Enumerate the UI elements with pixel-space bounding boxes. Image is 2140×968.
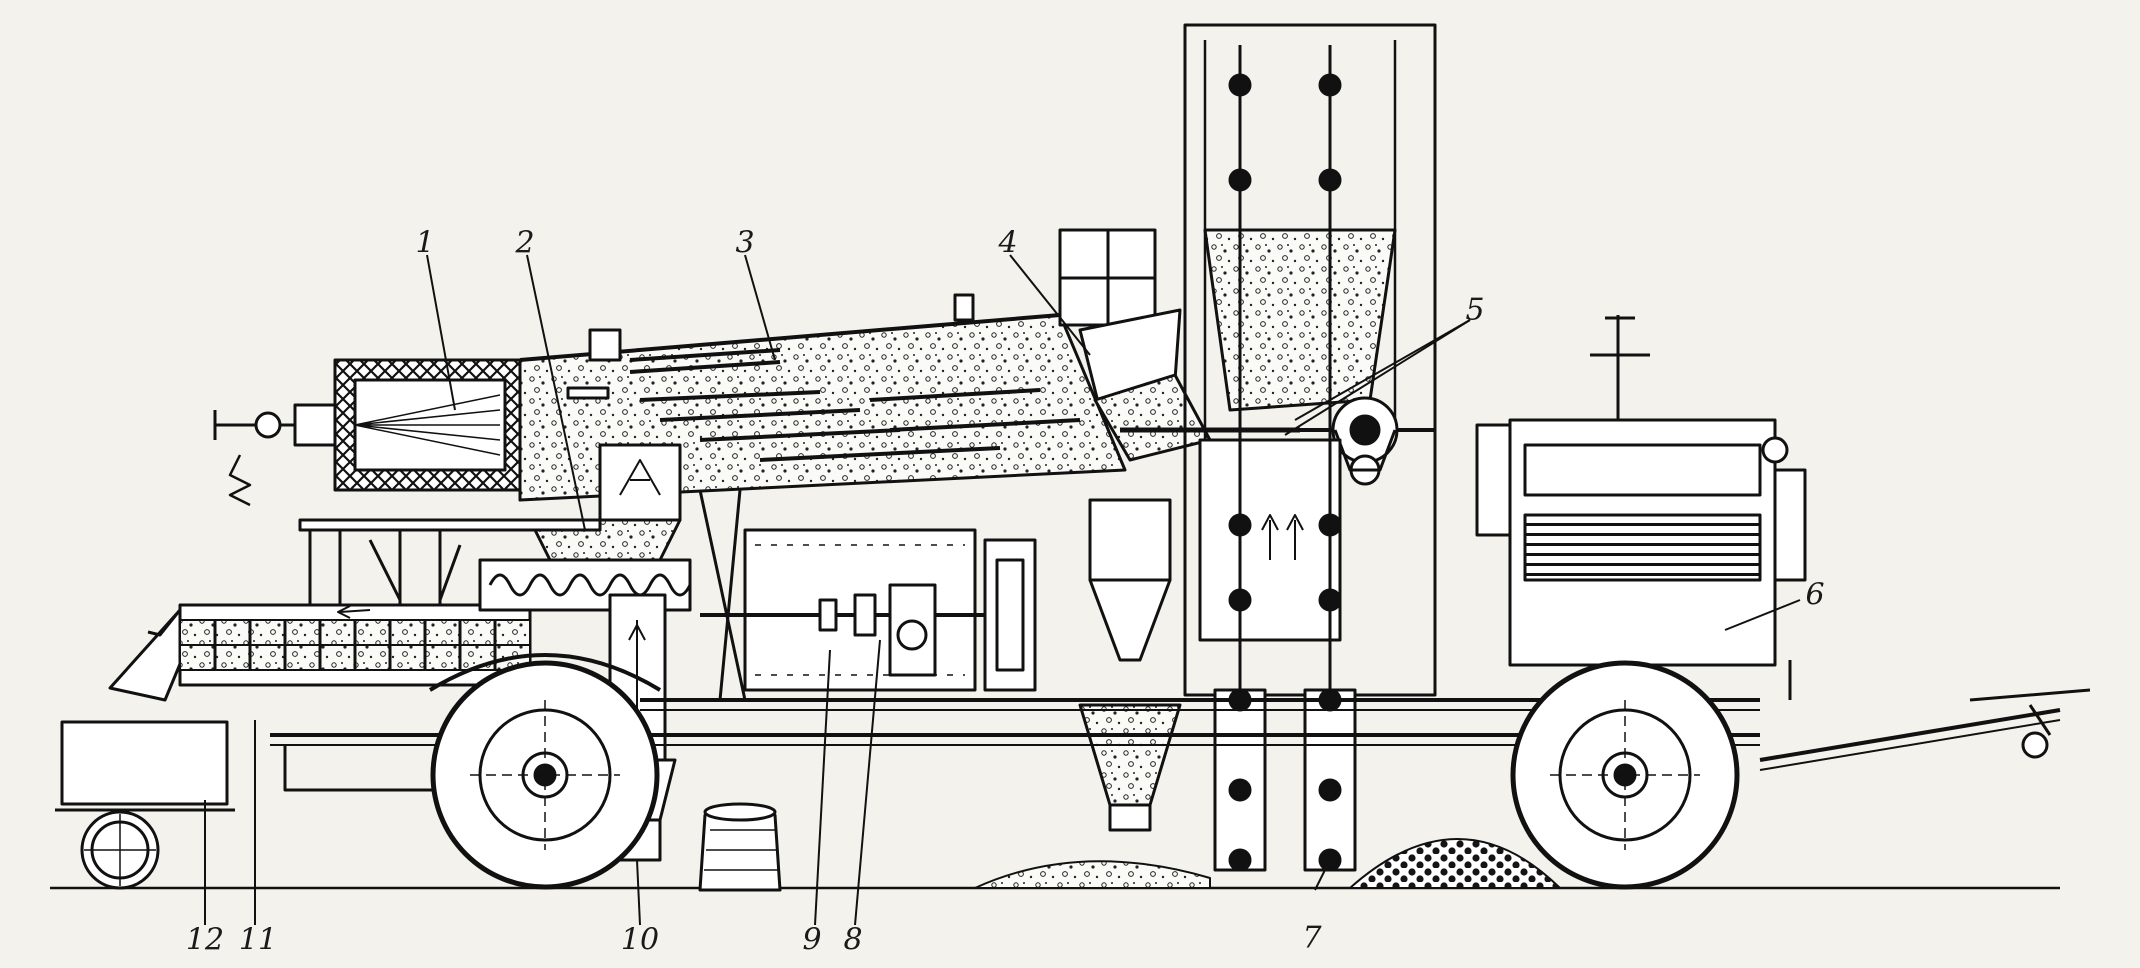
- callout-12: 12: [185, 922, 225, 958]
- mixer-housing: [698, 489, 1010, 701]
- drive-pulley: [1331, 396, 1399, 486]
- mixing-hopper: [478, 443, 692, 612]
- leader-lines: [204, 254, 1801, 926]
- wheel-front: [428, 653, 662, 890]
- wheel-rear: [1510, 660, 1740, 890]
- elevator-chain-upper: [1228, 73, 1342, 192]
- callout-11: 11: [238, 922, 278, 958]
- bucket-elevators: [1198, 438, 1357, 872]
- callout-9: 9: [802, 922, 822, 958]
- callout-4: 4: [998, 225, 1018, 261]
- callout-3: 3: [735, 225, 755, 261]
- callout-1: 1: [415, 225, 435, 261]
- callout-10: 10: [620, 922, 660, 958]
- transfer-chute: [1058, 228, 1212, 462]
- left-frame: [298, 518, 602, 605]
- callout-2: 2: [515, 225, 535, 261]
- sack: [698, 802, 782, 892]
- cart-bin: [55, 720, 235, 890]
- gravel-pile: [1349, 838, 1561, 889]
- callout-8: 8: [843, 922, 863, 958]
- discharge-conveyor: [108, 603, 532, 702]
- callout-5: 5: [1465, 292, 1485, 328]
- callout-7: 7: [1302, 920, 1322, 956]
- gearbox: [888, 538, 1037, 692]
- engine-unit: [1475, 315, 1807, 700]
- storage-tower: [1120, 23, 1437, 697]
- sand-pile: [974, 860, 1211, 889]
- furnace: [213, 358, 522, 507]
- cyclone: [1078, 498, 1182, 832]
- callout-6: 6: [1805, 577, 1825, 613]
